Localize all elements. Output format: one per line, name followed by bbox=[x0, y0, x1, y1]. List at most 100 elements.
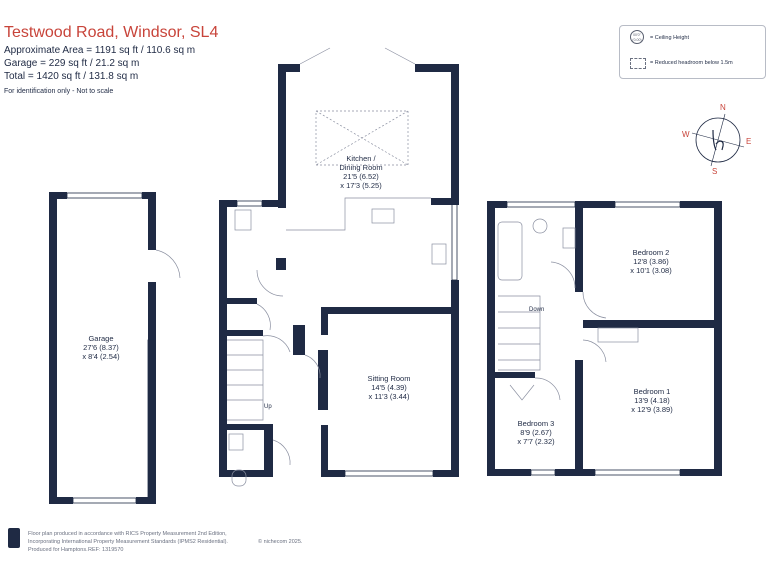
kitchen-dim2: x 17'3 (5.25) bbox=[340, 181, 382, 190]
footer-copyright: © nichecom 2025. bbox=[258, 539, 303, 545]
sitting-wall-right bbox=[451, 376, 459, 477]
ground-wall-bottom bbox=[219, 470, 273, 477]
sitting-wall-top bbox=[321, 307, 459, 314]
kitchen-name2: Dining Room bbox=[339, 163, 383, 172]
bedroom3-wall-top bbox=[495, 372, 535, 378]
kitchen-wall-top-left bbox=[278, 64, 300, 72]
kitchen-sink-icon bbox=[431, 243, 447, 265]
ground-wall-right-mid bbox=[451, 280, 459, 376]
logo-badge-icon bbox=[8, 528, 20, 548]
legend: 00'0" (0.00) = Ceiling Height = Reduced … bbox=[619, 25, 766, 79]
utility-sink-icon bbox=[234, 209, 252, 231]
footer-line3: Produced for Hamptons. bbox=[28, 547, 88, 553]
wc-door bbox=[272, 439, 291, 466]
kitchen-name: Kitchen / bbox=[346, 154, 376, 163]
wardrobe-icon bbox=[597, 327, 639, 343]
bedroom1-door bbox=[582, 339, 607, 363]
kitchen-wall-right-top bbox=[451, 64, 459, 204]
bedroom2-dim2: x 10'1 (3.08) bbox=[630, 266, 672, 275]
first-wall-bottom-left bbox=[495, 469, 531, 476]
kitchen-wall-left bbox=[278, 64, 286, 184]
sitting-room-label: Sitting Room 14'5 (4.39) x 11'3 (3.44) bbox=[368, 374, 411, 401]
garage-dim2: x 8'4 (2.54) bbox=[82, 352, 120, 361]
sitting-room-dim1: 14'5 (4.39) bbox=[371, 383, 407, 392]
bathroom-toilet-icon bbox=[532, 218, 548, 234]
walls bbox=[49, 64, 722, 504]
wc-toilet-icon bbox=[231, 469, 247, 487]
footer-line2: Incorporating International Property Mea… bbox=[28, 539, 228, 545]
sitting-wall-bottom-left bbox=[321, 470, 345, 477]
bifold-doors bbox=[299, 47, 416, 65]
bedroom3-name: Bedroom 3 bbox=[517, 419, 555, 428]
bathroom-door bbox=[550, 261, 576, 289]
compass-rose: N E S W bbox=[682, 103, 754, 176]
first-wall-right bbox=[714, 201, 722, 476]
ground-stairs bbox=[227, 339, 264, 421]
compass-west: W bbox=[682, 130, 690, 139]
sitting-room-name: Sitting Room bbox=[367, 374, 411, 383]
garage-label: Garage 27'6 (8.37) x 8'4 (2.54) bbox=[82, 334, 119, 361]
kitchen-label: Kitchen / Dining Room 21'5 (6.52) x 17'3… bbox=[339, 154, 382, 190]
ground-wall-top-left bbox=[219, 200, 237, 207]
compass-north: N bbox=[720, 103, 726, 112]
reduced-headroom-label: = Reduced headroom below 1.5m bbox=[650, 60, 733, 66]
bedroom3-wardrobe bbox=[509, 384, 535, 401]
hall-wall-2 bbox=[227, 330, 263, 336]
bathroom-basin-icon bbox=[562, 227, 576, 249]
scale-note: For identification only - Not to scale bbox=[4, 88, 114, 95]
bedroom1-name: Bedroom 1 bbox=[633, 387, 671, 396]
wc-basin-icon bbox=[228, 433, 244, 451]
garage-wall-left bbox=[49, 192, 57, 504]
compass-icon bbox=[691, 113, 745, 167]
property-title: Testwood Road, Windsor, SL4 bbox=[4, 24, 219, 41]
bedroom2-label: Bedroom 2 12'8 (3.86) x 10'1 (3.08) bbox=[630, 248, 671, 275]
fixtures bbox=[155, 47, 639, 487]
garage-wall-bottom-left bbox=[49, 497, 73, 504]
garage-area: Garage = 229 sq ft / 21.2 sq m bbox=[4, 58, 140, 69]
footer-ref: REF: 1319570 bbox=[88, 547, 124, 553]
bedroom2-name: Bedroom 2 bbox=[632, 248, 670, 257]
first-wall-top-mid bbox=[575, 201, 615, 208]
bedroom2-door bbox=[582, 291, 607, 319]
bedroom1-label: Bedroom 1 13'9 (4.18) x 12'9 (3.89) bbox=[631, 387, 672, 414]
first-wall-bottom-mid bbox=[555, 469, 595, 476]
wc-wall bbox=[264, 430, 273, 477]
bedroom3-dim2: x 7'7 (2.32) bbox=[517, 437, 555, 446]
bath-icon bbox=[497, 221, 523, 281]
sitting-wall-left-low bbox=[321, 425, 328, 477]
sitting-wall-left-top bbox=[321, 307, 328, 335]
bedroom3-dim1: 8'9 (2.67) bbox=[520, 428, 552, 437]
wc-wall-top bbox=[227, 424, 273, 430]
kitchen-wall-left-low bbox=[278, 184, 286, 208]
skylight bbox=[315, 110, 409, 166]
sitting-door bbox=[304, 354, 321, 379]
bedroom1-dim1: 13'9 (4.18) bbox=[634, 396, 670, 405]
first-wall-bottom-right bbox=[680, 469, 722, 476]
bathroom-wall-right bbox=[575, 208, 583, 292]
sitting-wall-left-mid bbox=[318, 350, 328, 410]
bedroom1-wall-left bbox=[575, 360, 583, 476]
kitchen-counter bbox=[286, 197, 431, 231]
ceiling-height-label: = Ceiling Height bbox=[650, 35, 689, 41]
garage-wall-bottom-right bbox=[136, 497, 156, 504]
kitchen-wall-top-right bbox=[415, 64, 459, 72]
hall-wall-1 bbox=[227, 298, 257, 304]
garage-wall-right-bottom bbox=[148, 282, 156, 504]
kitchen-wall-right-step bbox=[431, 198, 459, 205]
stairs-up-label: Up bbox=[264, 404, 272, 410]
garage-wall-top-left bbox=[49, 192, 67, 199]
bedroom2-wall-bottom bbox=[583, 320, 722, 328]
first-stairs bbox=[498, 295, 541, 371]
approx-area: Approximate Area = 1191 sq ft / 110.6 sq… bbox=[4, 45, 196, 56]
bedroom3-door bbox=[534, 377, 561, 401]
total-area: Total = 1420 sq ft / 131.8 sq m bbox=[4, 71, 139, 82]
compass-east: E bbox=[746, 137, 752, 146]
bedroom1-dim2: x 12'9 (3.89) bbox=[631, 405, 673, 414]
footer-line1: Floor plan produced in accordance with R… bbox=[28, 531, 227, 537]
bedroom3-label: Bedroom 3 8'9 (2.67) x 7'7 (2.32) bbox=[517, 419, 554, 446]
ground-wall-mid bbox=[276, 258, 286, 270]
garage-wall-right-top bbox=[148, 192, 156, 250]
ceiling-height-icon: 00'0" (0.00) bbox=[630, 30, 644, 44]
sitting-room-dim2: x 11'3 (3.44) bbox=[368, 392, 410, 401]
